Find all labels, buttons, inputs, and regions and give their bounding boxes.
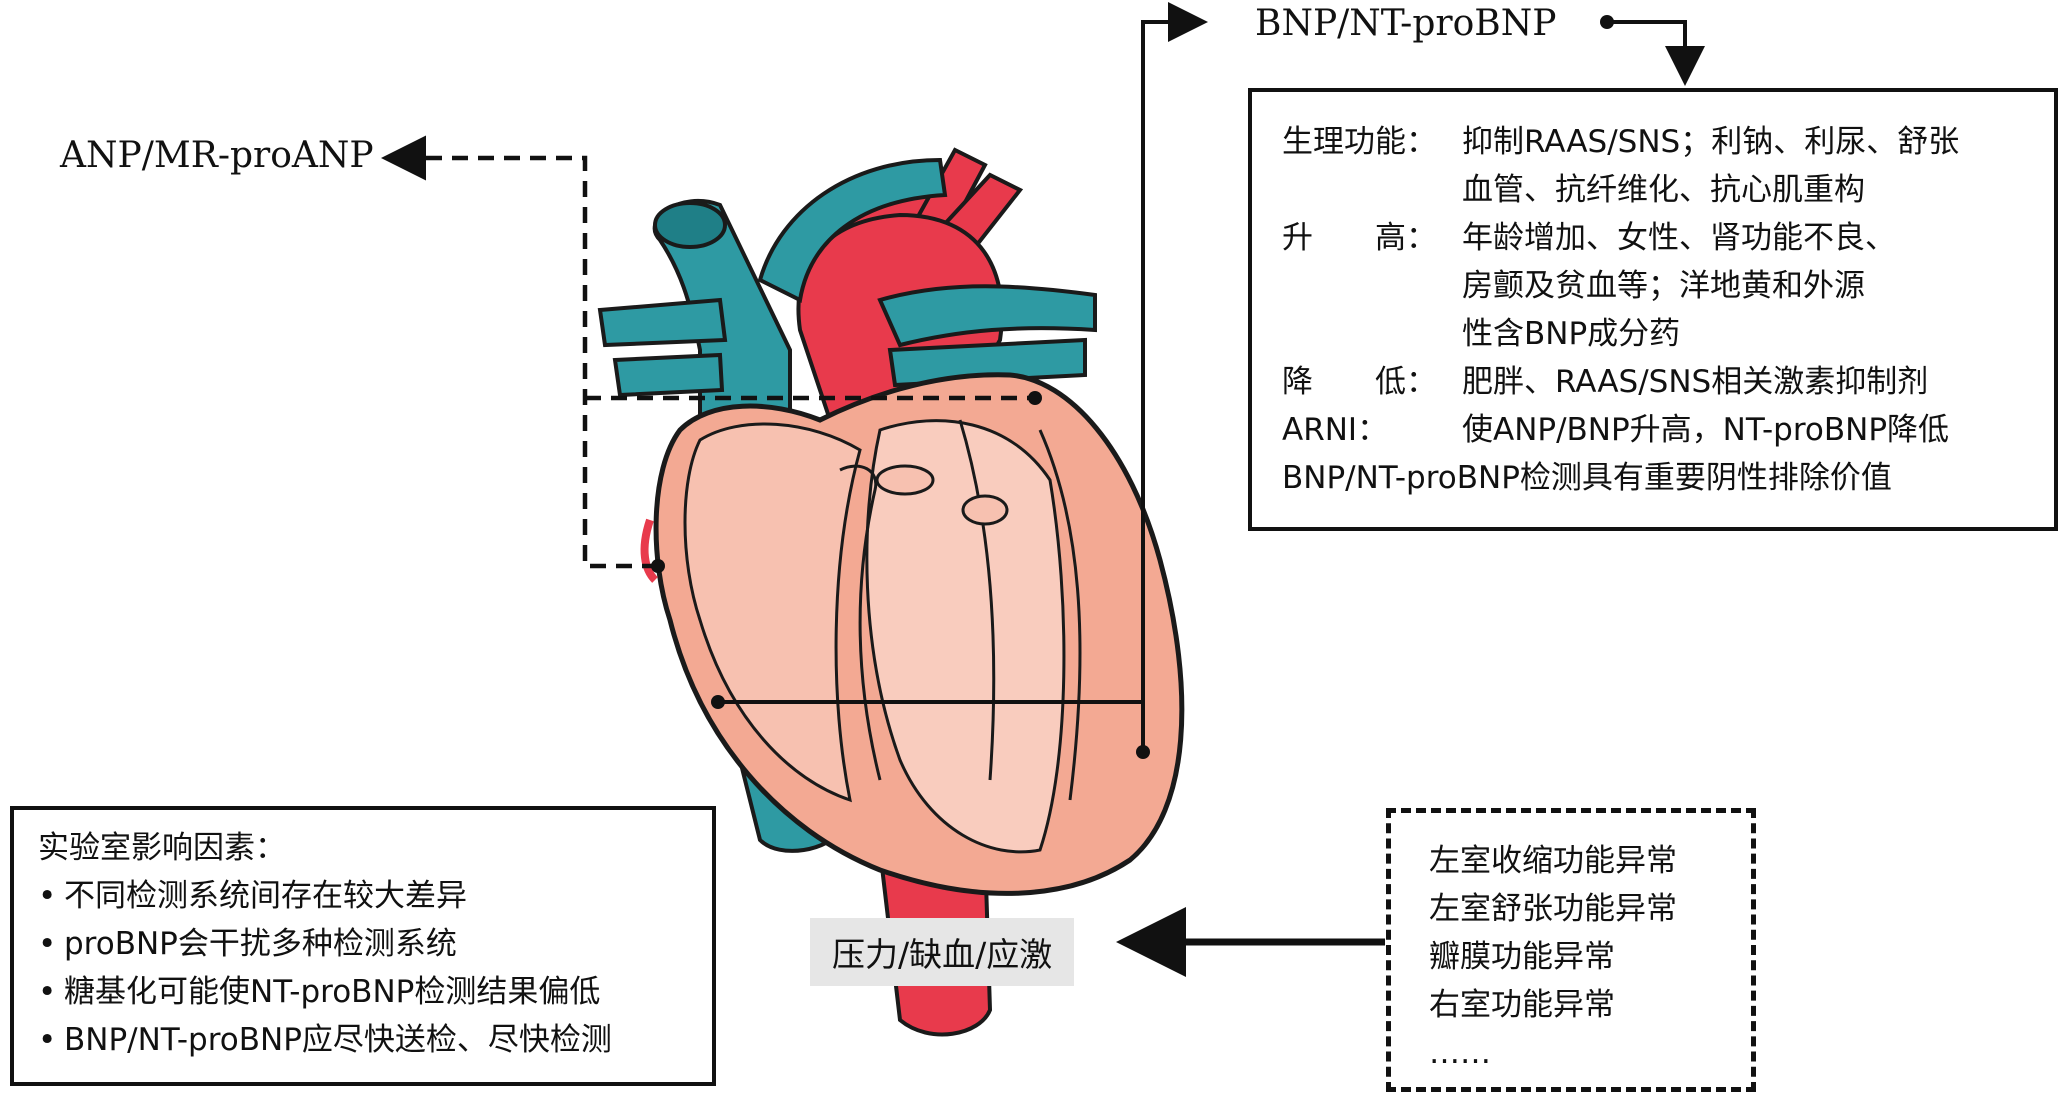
lab-factors-box: 实验室影响因素： •不同检测系统间存在较大差异 •proBNP会干扰多种检测系统… xyxy=(10,806,716,1086)
lab-factors-title: 实验室影响因素： xyxy=(38,830,286,866)
physiology-text-2: 血管、抗纤维化、抗心肌重构 xyxy=(1462,172,1865,208)
conclusion-text: BNP/NT-proBNP检测具有重要阴性排除价值 xyxy=(1282,460,1892,496)
cause-item: 瓣膜功能异常 xyxy=(1429,939,1615,975)
anp-label: ANP/MR-proANP xyxy=(60,135,374,176)
bnp-info-box: 生理功能： 抑制RAAS/SNS；利钠、利尿、舒张 血管、抗纤维化、抗心肌重构 … xyxy=(1248,88,2058,531)
increase-key: 升 高： xyxy=(1282,220,1437,256)
bnp-connector xyxy=(711,2,1705,759)
cause-item: 左室收缩功能异常 xyxy=(1429,843,1677,879)
arni-key: ARNI： xyxy=(1282,412,1389,448)
list-item: •糖基化可能使NT-proBNP检测结果偏低 xyxy=(38,974,601,1010)
list-item: •不同检测系统间存在较大差异 xyxy=(38,878,467,914)
lab-factors-list: •不同检测系统间存在较大差异 •proBNP会干扰多种检测系统 •糖基化可能使N… xyxy=(38,872,688,1064)
increase-row: 升 高： 年龄增加、女性、肾功能不良、 xyxy=(1282,214,2024,262)
increase-text-3: 性含BNP成分药 xyxy=(1462,316,1681,352)
causes-box: 左室收缩功能异常 左室舒张功能异常 瓣膜功能异常 右室功能异常 …… xyxy=(1386,808,1756,1092)
arni-text: 使ANP/BNP升高，NT-proBNP降低 xyxy=(1462,412,1950,448)
decrease-row: 降 低： 肥胖、RAAS/SNS相关激素抑制剂 xyxy=(1282,358,2024,406)
increase-text-1: 年龄增加、女性、肾功能不良、 xyxy=(1462,220,1896,256)
arni-row: ARNI： 使ANP/BNP升高，NT-proBNP降低 xyxy=(1282,406,2024,454)
physiology-text-1: 抑制RAAS/SNS；利钠、利尿、舒张 xyxy=(1462,124,1960,160)
anp-connector xyxy=(381,135,1042,573)
cause-item: 右室功能异常 xyxy=(1429,987,1615,1023)
bnp-label: BNP/NT-proBNP xyxy=(1255,3,1557,44)
decrease-key: 降 低： xyxy=(1282,364,1437,400)
increase-text-2: 房颤及贫血等；洋地黄和外源 xyxy=(1462,268,1865,304)
heart-body xyxy=(640,372,1185,896)
physiology-row: 生理功能： 抑制RAAS/SNS；利钠、利尿、舒张 xyxy=(1282,118,2024,166)
list-item: •BNP/NT-proBNP应尽快送检、尽快检测 xyxy=(38,1022,612,1058)
stress-label: 压力/缺血/应激 xyxy=(810,918,1075,986)
list-item: •proBNP会干扰多种检测系统 xyxy=(38,926,457,962)
cause-item: …… xyxy=(1429,1035,1491,1071)
decrease-text: 肥胖、RAAS/SNS相关激素抑制剂 xyxy=(1462,364,1929,400)
cause-item: 左室舒张功能异常 xyxy=(1429,891,1677,927)
physiology-key: 生理功能： xyxy=(1282,124,1437,160)
